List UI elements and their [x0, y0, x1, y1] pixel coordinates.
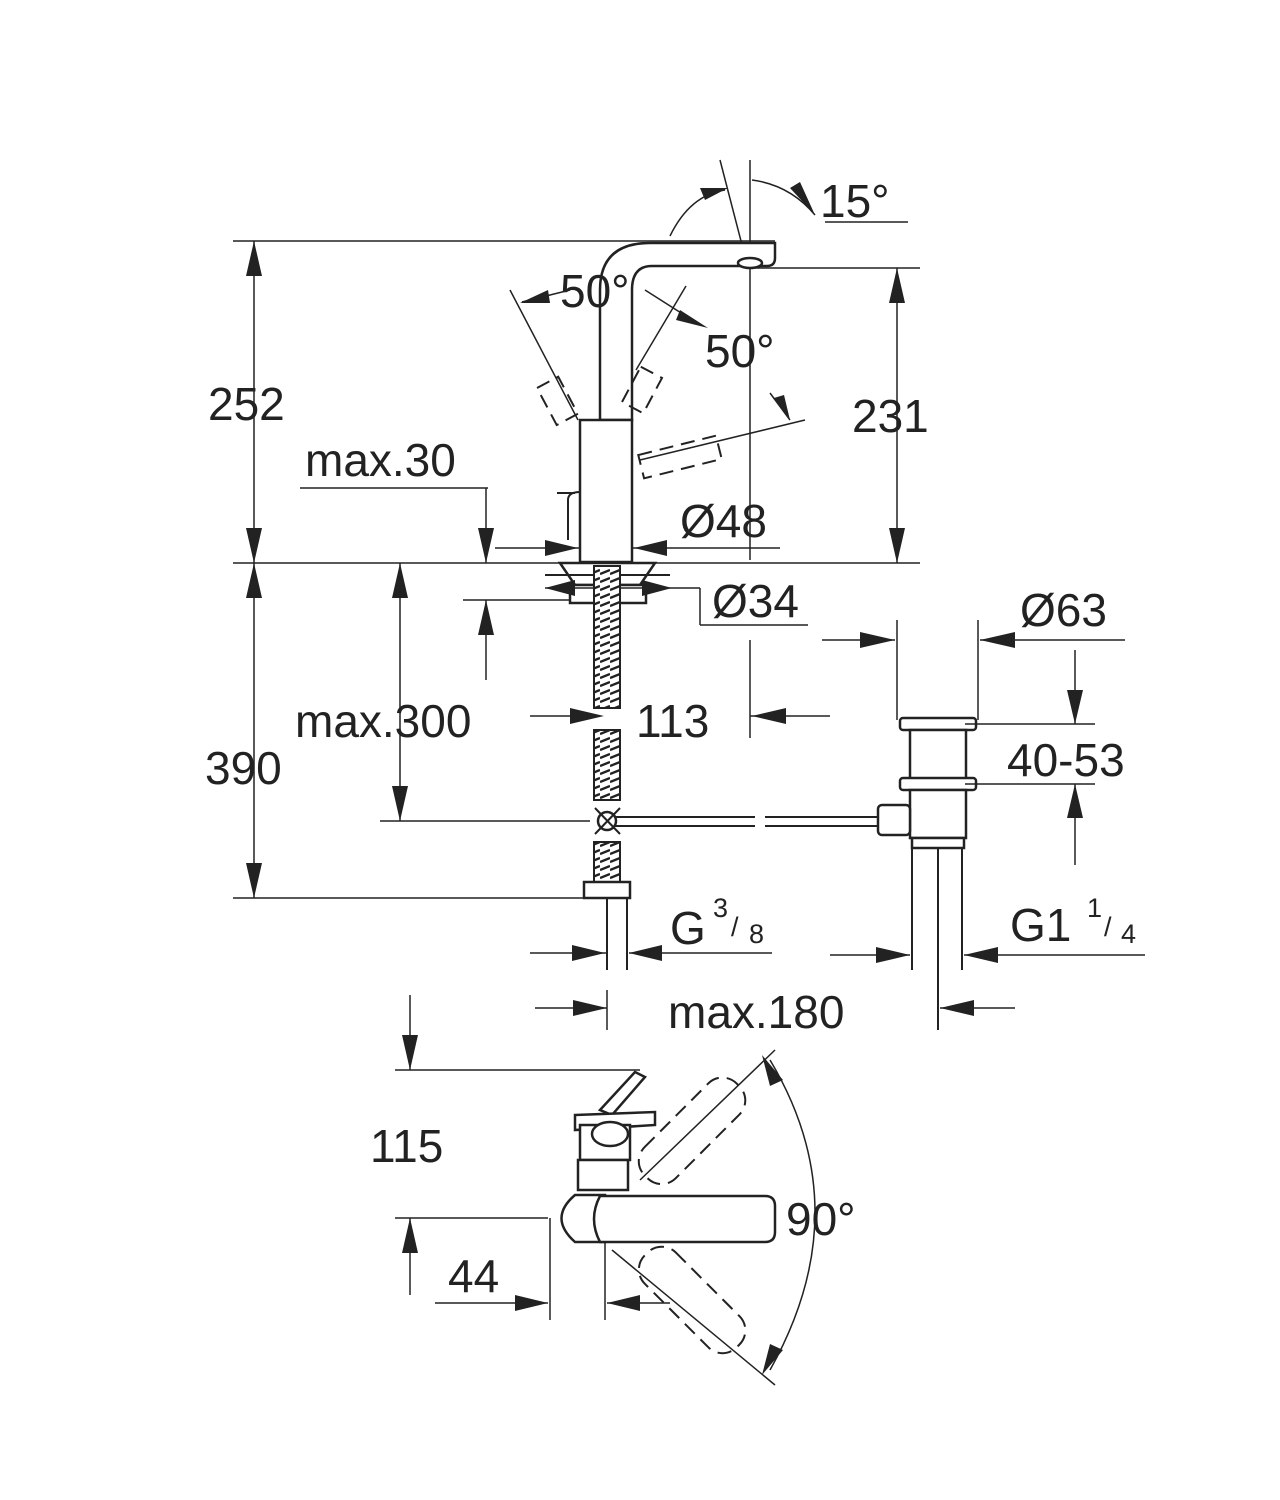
- label-thread-small: G 3 / 8: [670, 893, 764, 954]
- label-max30: max.30: [305, 434, 456, 486]
- side-view: [233, 159, 1145, 1030]
- lever: [592, 1194, 777, 1244]
- label-231: 231: [852, 390, 929, 442]
- waste-fitting: [876, 716, 978, 1030]
- svg-text:1: 1: [1087, 893, 1102, 923]
- top-view: [395, 995, 816, 1386]
- svg-text:3: 3: [713, 893, 728, 923]
- label-diameter-63: Ø63: [1020, 584, 1107, 636]
- label-50deg-left: 50°: [560, 265, 630, 317]
- labels: 15° 50° 50° 252 231 max.30 Ø48 Ø34 Ø63 m…: [205, 175, 1136, 1302]
- label-max180: max.180: [668, 986, 844, 1038]
- faucet-body: [578, 418, 634, 564]
- label-diameter-48: Ø48: [680, 495, 767, 547]
- svg-text:/: /: [1104, 912, 1112, 942]
- label-390: 390: [205, 742, 282, 794]
- label-252: 252: [208, 378, 285, 430]
- label-115: 115: [370, 1120, 443, 1172]
- label-15deg: 15°: [820, 175, 890, 227]
- label-40-53: 40-53: [1007, 734, 1125, 786]
- label-50deg-right: 50°: [705, 325, 775, 377]
- label-44: 44: [448, 1250, 499, 1302]
- label-max300: max.300: [295, 695, 471, 747]
- svg-text:4: 4: [1121, 919, 1136, 949]
- label-diameter-34: Ø34: [712, 575, 799, 627]
- threaded-rod: [593, 565, 621, 709]
- svg-text:G: G: [670, 902, 706, 954]
- label-113: 113: [636, 695, 709, 747]
- svg-text:G1: G1: [1010, 899, 1071, 951]
- label-90deg: 90°: [786, 1193, 856, 1245]
- label-thread-large: G1 1 / 4: [1010, 893, 1136, 951]
- svg-text:8: 8: [749, 919, 764, 949]
- svg-text:/: /: [731, 912, 739, 942]
